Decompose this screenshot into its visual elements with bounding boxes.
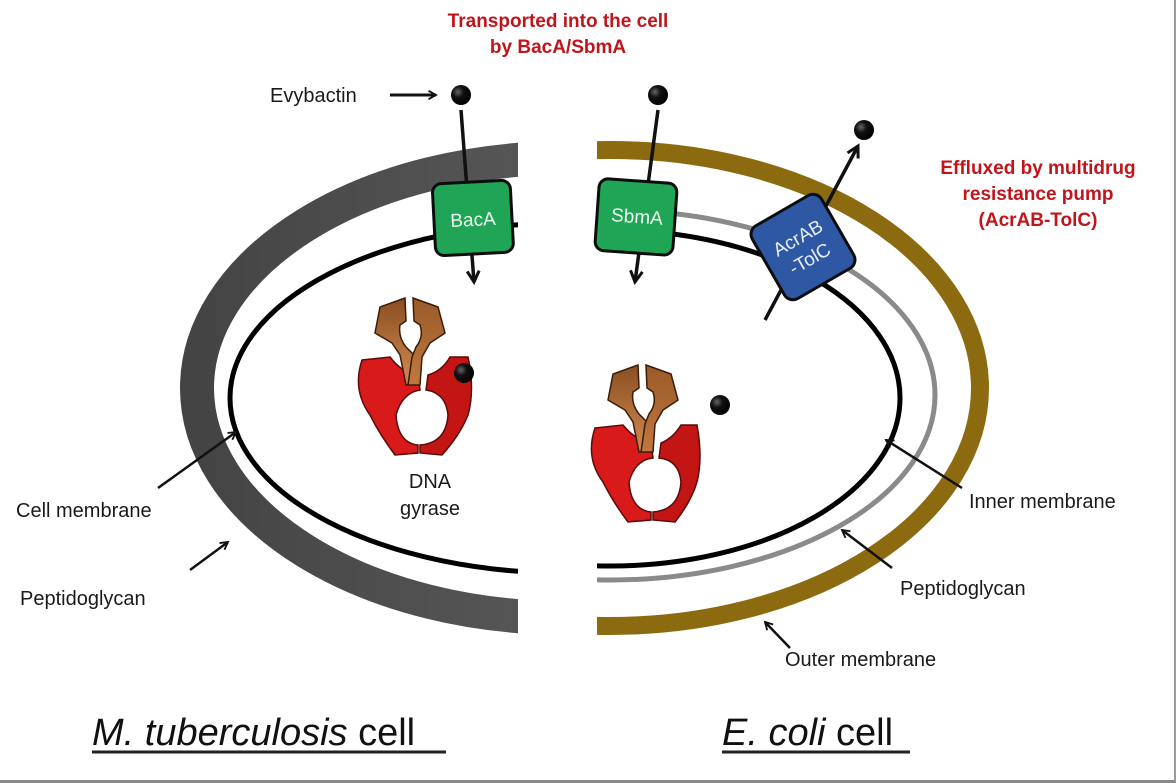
ecoli-outer-membrane-label: Outer membrane — [785, 649, 936, 671]
efflux-annotation-line1: Effluxed by multidrug — [940, 158, 1135, 179]
mtb-cell-membrane-label: Cell membrane — [16, 500, 152, 522]
evybactin-free-molecule — [710, 395, 730, 415]
mtb-title-plain: cell — [348, 712, 416, 754]
mtb-peptidoglycan-pointer-icon — [189, 542, 228, 572]
evybactin-label: Evybactin — [270, 85, 357, 107]
evybactin-molecule-right — [648, 85, 668, 105]
sbmA-transporter: SbmA — [593, 177, 679, 257]
cell-membrane-pointer-icon — [157, 432, 236, 490]
transport-annotation-line1: Transported into the cell — [448, 11, 669, 32]
evybactin-molecule-left — [451, 85, 471, 105]
acrab-tolc-pump: AcrAB -TolC — [749, 192, 857, 302]
dna-gyrase-right — [590, 363, 701, 523]
outer-membrane-pointer-icon — [765, 622, 791, 649]
ecoli-title-plain: cell — [825, 712, 893, 754]
dna-gyrase-left — [357, 296, 474, 456]
ecoli-peptidoglycan-label: Peptidoglycan — [900, 578, 1026, 600]
mtb-title-italic: M. tuberculosis — [92, 712, 348, 754]
inner-membrane-pointer-icon — [886, 438, 963, 490]
ecoli-title-italic: E. coli — [722, 712, 827, 754]
evybactin-molecule-effluxed — [854, 120, 874, 140]
mtb-peptidoglycan-layer — [180, 142, 518, 634]
gyrase-label-line1: DNA — [409, 471, 452, 493]
ecoli-title: E. coli cell — [722, 712, 893, 754]
bacA-label: BacA — [450, 209, 497, 232]
efflux-annotation-line2: resistance pump — [963, 184, 1114, 205]
mtb-peptidoglycan-label: Peptidoglycan — [20, 588, 146, 610]
gyrase-label-line2: gyrase — [400, 498, 460, 520]
transport-annotation-line2: by BacA/SbmA — [490, 37, 626, 58]
mtb-title: M. tuberculosis cell — [92, 712, 415, 754]
mtb-cell — [180, 142, 518, 634]
mtb-cell-membrane — [227, 222, 518, 574]
ecoli-outer-membrane — [597, 141, 989, 635]
bacA-transporter: BacA — [431, 178, 515, 258]
evybactin-bound-to-gyrase — [454, 363, 474, 383]
sbmA-label: SbmA — [610, 205, 663, 230]
ecoli-inner-membrane-label: Inner membrane — [969, 491, 1116, 513]
efflux-annotation-line3: (AcrAB-TolC) — [979, 210, 1098, 231]
ecoli-peptidoglycan-pointer-icon — [842, 530, 893, 569]
